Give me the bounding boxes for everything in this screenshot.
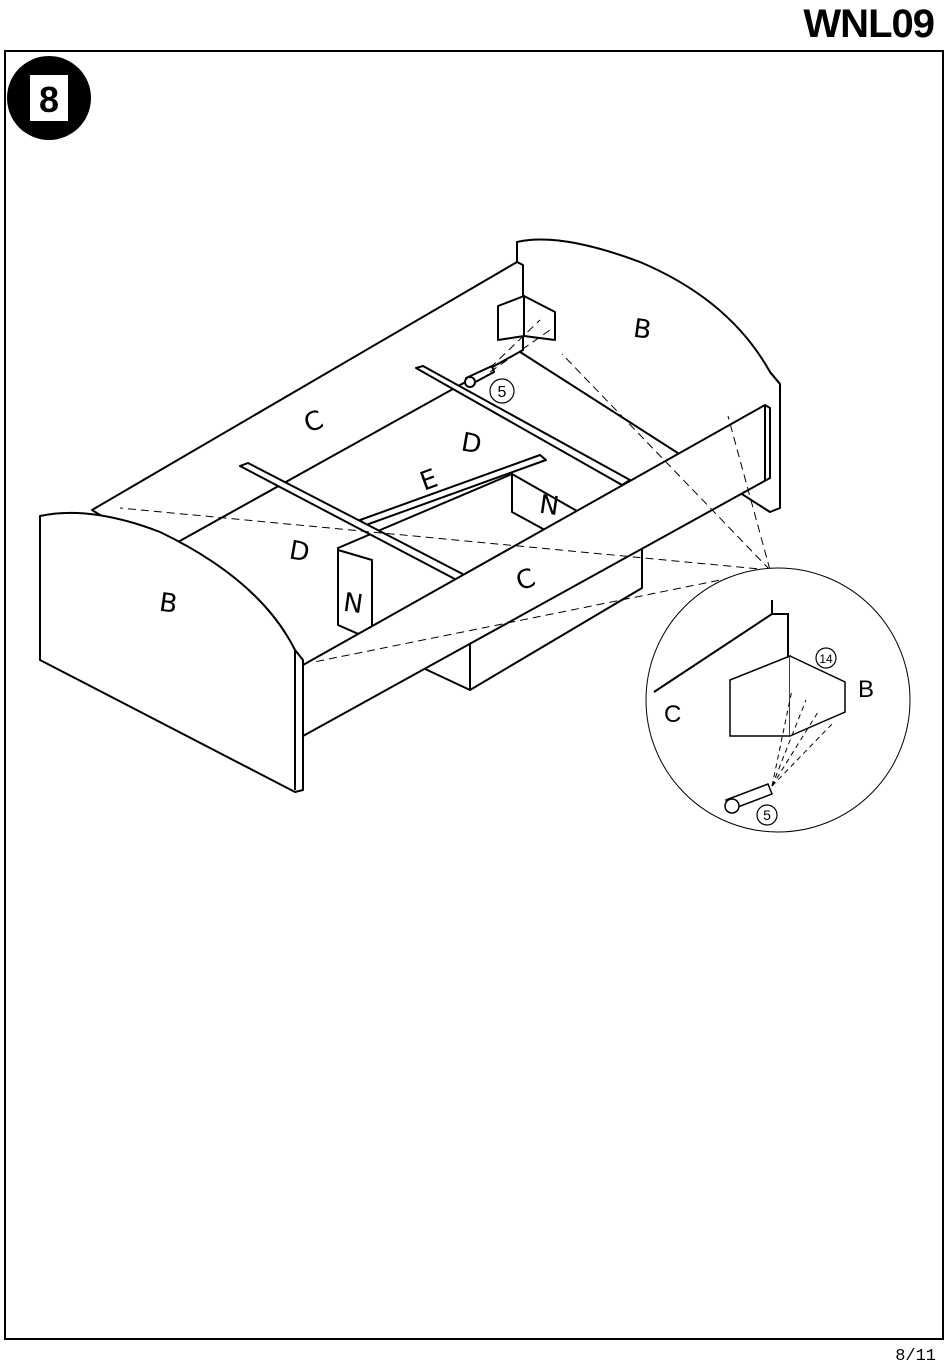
label-drawer-back: N xyxy=(537,490,560,522)
detail-label-left: C xyxy=(664,701,681,728)
detail-label-right: B xyxy=(858,676,874,703)
label-rail-front: D xyxy=(287,535,312,568)
callout-screw-detail: 5 xyxy=(763,807,771,823)
label-center: E xyxy=(416,464,442,498)
callout-bracket-detail: 14 xyxy=(819,652,833,666)
label-rail-back: D xyxy=(459,427,484,460)
headboard-left xyxy=(40,513,303,792)
label-drawer-front: N xyxy=(341,588,364,620)
callout-screw-main: 5 xyxy=(498,384,507,401)
step-badge: 8 xyxy=(7,56,91,140)
step-number: 8 xyxy=(39,79,59,120)
